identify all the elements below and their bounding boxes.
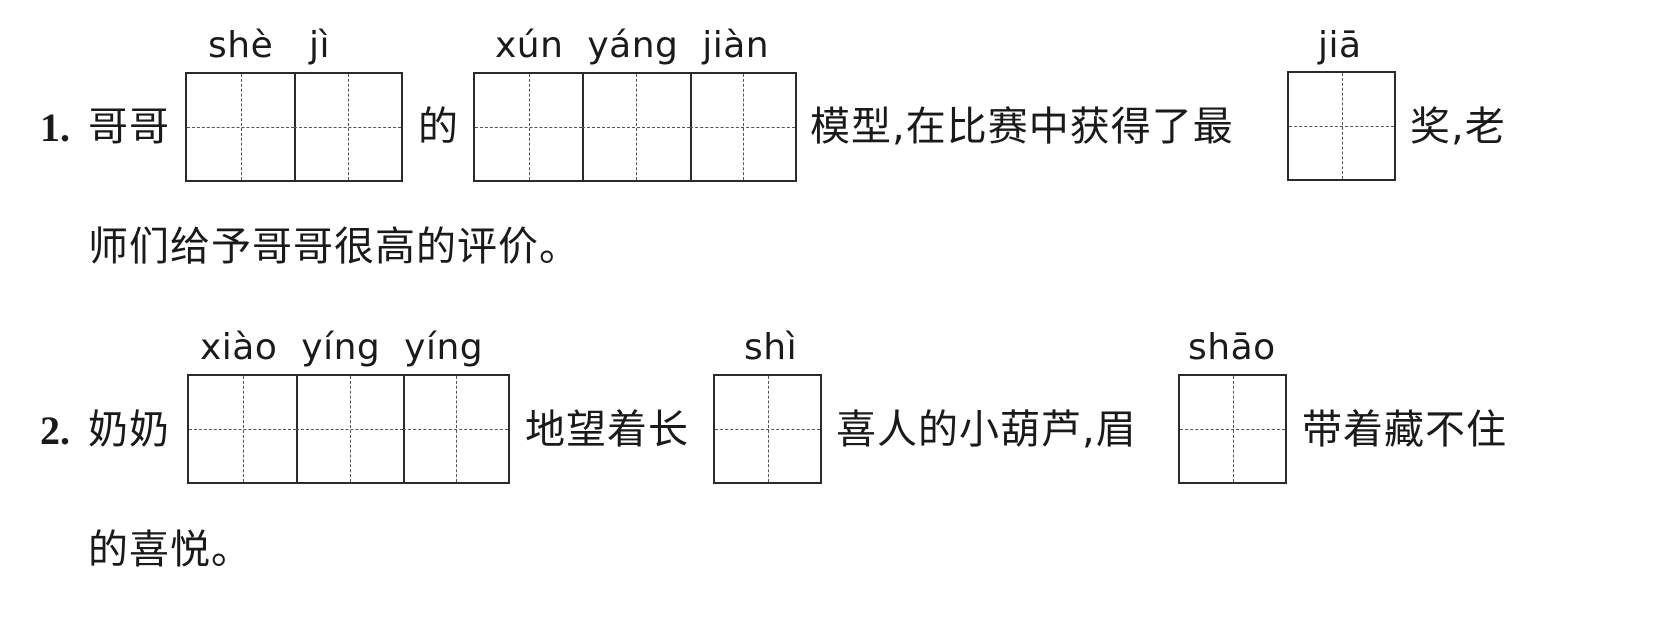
q2-answer-grid-3[interactable]: [1178, 374, 1287, 484]
q2-pinyin-1: xiào yíng yíng: [200, 327, 484, 368]
question-number-1: 1.: [40, 105, 70, 150]
grid-cell[interactable]: [582, 74, 690, 180]
grid-cell[interactable]: [187, 74, 294, 180]
q2-text-3: 喜人的小葫芦,眉: [836, 407, 1137, 453]
q1-pinyin-3: jiā: [1318, 25, 1362, 66]
q1-answer-grid-2[interactable]: [473, 72, 797, 182]
grid-cell[interactable]: [189, 376, 296, 482]
q1-pinyin-1: shè jì: [208, 25, 331, 66]
grid-cell[interactable]: [294, 74, 401, 180]
q2-answer-grid-1[interactable]: [187, 374, 510, 484]
q1-text-line2: 师们给予哥哥很高的评价。: [88, 224, 580, 270]
q2-answer-grid-2[interactable]: [713, 374, 822, 484]
q1-text-2: 的: [418, 104, 459, 150]
q1-text-4: 奖,老: [1410, 104, 1506, 150]
q1-pinyin-2: xún yáng jiàn: [495, 25, 770, 66]
grid-cell[interactable]: [1180, 376, 1285, 482]
q2-text-2: 地望着长: [525, 407, 689, 453]
grid-cell[interactable]: [475, 74, 582, 180]
q1-text-1: 哥哥: [88, 104, 170, 150]
q2-pinyin-3: shāo: [1188, 327, 1276, 368]
q2-text-1: 奶奶: [88, 407, 170, 453]
q1-answer-grid-3[interactable]: [1287, 71, 1396, 181]
q2-text-line2: 的喜悦。: [88, 527, 252, 573]
q1-answer-grid-1[interactable]: [185, 72, 403, 182]
grid-cell[interactable]: [403, 376, 508, 482]
question-number-2: 2.: [40, 408, 70, 453]
grid-cell[interactable]: [1289, 73, 1394, 179]
q1-text-3: 模型,在比赛中获得了最: [810, 104, 1234, 150]
q2-pinyin-2: shì: [744, 327, 798, 368]
grid-cell[interactable]: [715, 376, 820, 482]
grid-cell[interactable]: [690, 74, 795, 180]
q2-text-4: 带着藏不住: [1302, 407, 1507, 453]
grid-cell[interactable]: [296, 376, 403, 482]
